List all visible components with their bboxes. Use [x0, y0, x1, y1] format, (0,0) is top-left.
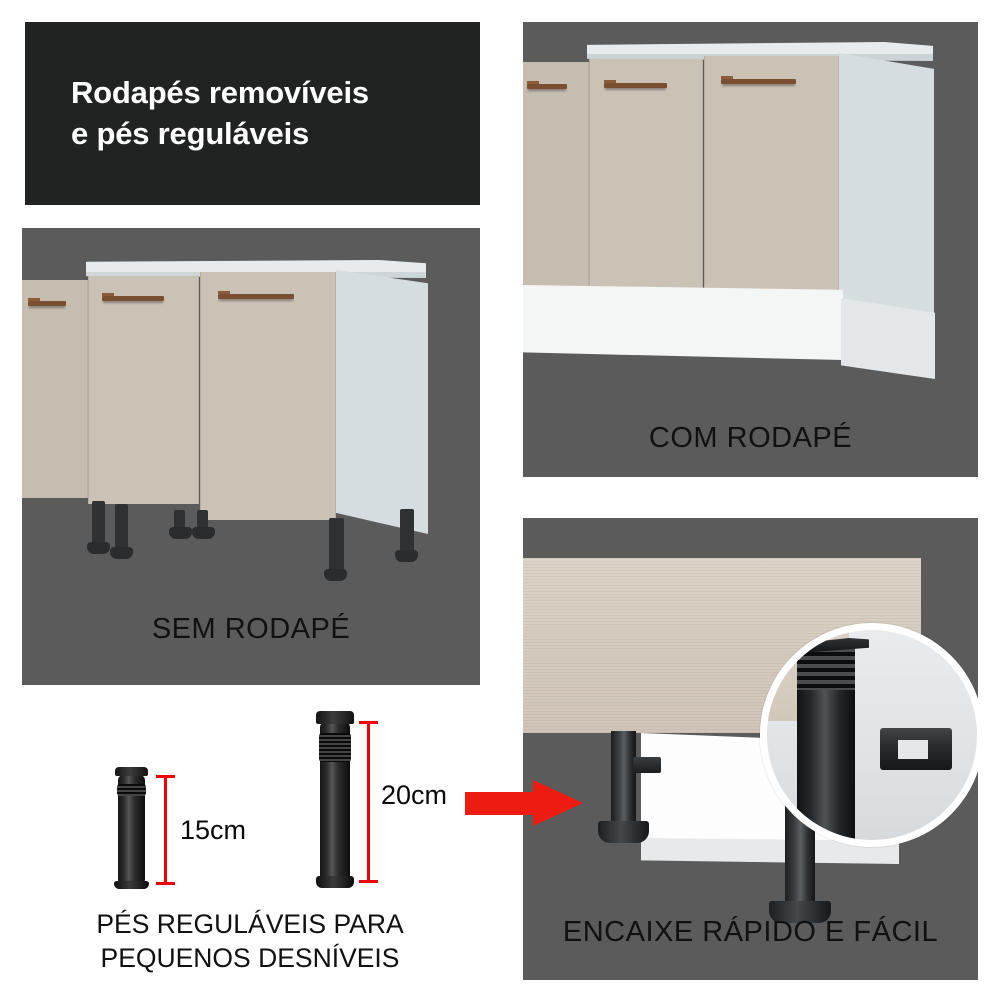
cabinet-plinth-side: [841, 298, 935, 379]
leg-15cm: [114, 767, 149, 890]
panel-com-rodape: COM RODAPÉ: [523, 22, 978, 477]
legs-caption-line-1: PÉS REGULÁVEIS PARA: [96, 909, 404, 939]
cabinet-handle-2: [218, 291, 294, 299]
cabinet-leg-4: [192, 510, 215, 539]
leg-20cm: [315, 710, 355, 889]
title-line-1: Rodapés removíveis: [71, 74, 369, 110]
cabinet-side-panel: [839, 53, 934, 318]
cabinet-leg-6: [395, 509, 418, 562]
title-block: Rodapés removíveis e pés reguláveis: [25, 22, 480, 205]
panel-sem-rodape: SEM RODAPÉ: [22, 228, 480, 685]
dimension-label-15cm: 15cm: [180, 815, 247, 845]
cabinet-door-1: [88, 276, 199, 504]
magnifier-inset: [760, 623, 978, 847]
cabinet-rear-door: [22, 280, 88, 498]
cabinet-door-2: [200, 272, 336, 520]
legs-caption-line-2: PEQUENOS DESNÍVEIS: [100, 942, 400, 973]
dimension-line-15cm: [156, 775, 175, 885]
cabinet-leg-3: [169, 510, 192, 539]
cabinet-leg-1: [87, 501, 110, 554]
leg-foot: [598, 821, 649, 843]
cabinet-plinth-front-lower: [523, 322, 843, 360]
caption-com-rodape: COM RODAPÉ: [648, 422, 853, 454]
leg-thread: [319, 733, 351, 762]
caption-sem-rodape: SEM RODAPÉ: [151, 613, 351, 645]
cabinet-handle-2: [721, 76, 796, 84]
leg-cap: [316, 710, 354, 724]
dimension-label-20cm: 20cm: [381, 780, 448, 810]
leg-foot: [769, 901, 831, 923]
legs-diagram: 15cm 20cm: [0, 690, 500, 1000]
cabinet-without-plinth: [22, 228, 480, 608]
leg-foot: [315, 875, 355, 889]
cabinet-door-2: [704, 56, 839, 328]
dimension-line-20cm: [359, 721, 378, 883]
arrow-shaft: [465, 792, 538, 815]
red-right-arrow-icon: [465, 780, 583, 826]
leg-cap: [114, 767, 149, 777]
magnifier-leg-post: [797, 682, 855, 840]
cabinet-side-panel: [336, 270, 428, 534]
leg-front: [598, 731, 649, 843]
leg-clip-front: [633, 757, 661, 773]
leg-thread: [117, 783, 146, 796]
cabinet-leg-2: [110, 504, 133, 559]
cabinet-door-1: [589, 59, 703, 294]
cabinet-leg-5: [324, 518, 347, 581]
panel-encaixe: ENCAIXE RÁPIDO E FÁCIL: [523, 518, 978, 980]
caption-encaixe: ENCAIXE RÁPIDO E FÁCIL: [562, 916, 939, 948]
cabinet-rear-door: [523, 62, 589, 292]
title-text: Rodapés removíveis e pés reguláveis: [25, 73, 369, 155]
legs-diagram-caption: PÉS REGULÁVEIS PARA PEQUENOS DESNÍVEIS: [0, 908, 500, 976]
magnifier-clip-notch: [898, 740, 928, 759]
title-line-2: e pés reguláveis: [71, 115, 310, 151]
cabinet-handle-1: [604, 80, 667, 88]
cabinet-rear-handle: [28, 298, 66, 306]
cabinet-rear-handle: [527, 81, 567, 89]
leg-shaft: [611, 731, 636, 826]
arrow-head: [533, 780, 583, 826]
cabinet-with-plinth: [523, 22, 978, 402]
cabinet-handle-1: [102, 293, 164, 301]
leg-foot: [114, 880, 149, 890]
